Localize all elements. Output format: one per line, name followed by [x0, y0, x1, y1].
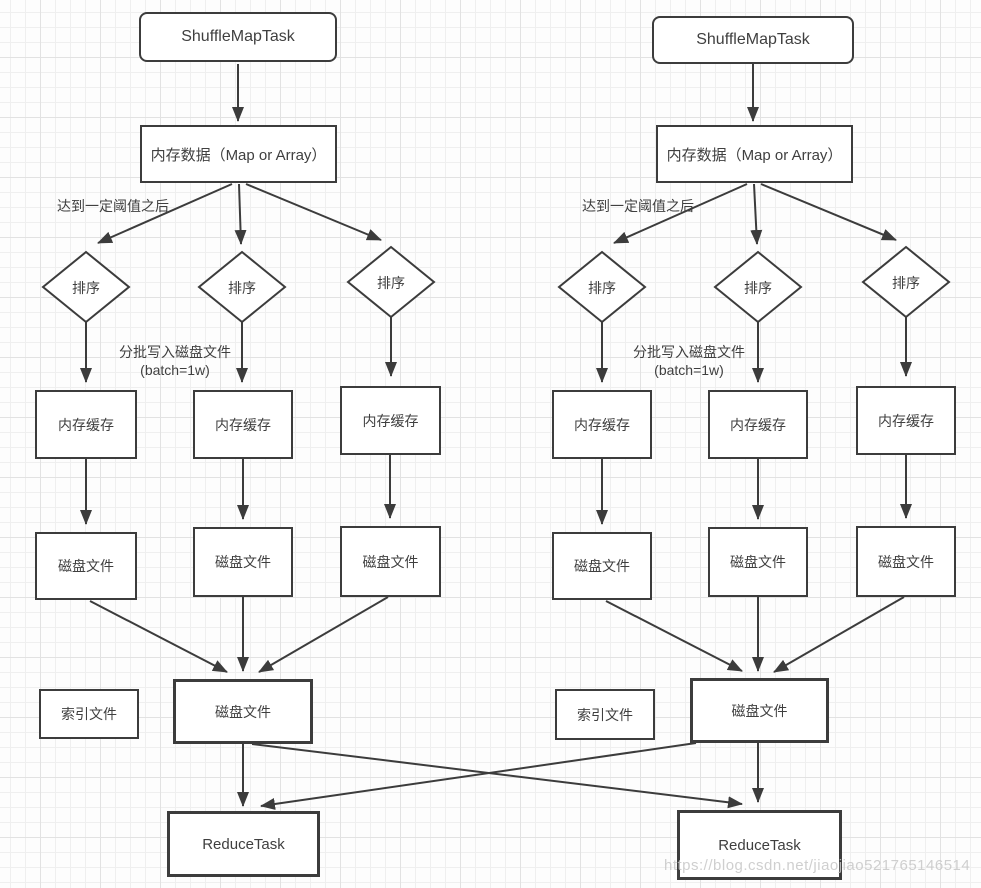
right-batch-label-line2: (batch=1w): [654, 362, 724, 378]
left-batch-label-line1: 分批写入磁盘文件: [119, 344, 231, 360]
left-memory-buffer-node-1: 内存缓存: [35, 390, 137, 459]
right-index-file-node: 索引文件: [555, 689, 655, 740]
left-memory-buffer-node-2: 内存缓存: [193, 390, 293, 459]
right-disk-file-node-2: 磁盘文件: [708, 527, 808, 597]
left-memory-buffer-node-3: 内存缓存: [340, 386, 441, 455]
left-threshold-label: 达到一定阈值之后: [57, 198, 169, 214]
right-memory-buffer-node-3: 内存缓存: [856, 386, 956, 455]
left-batch-label-line2: (batch=1w): [140, 362, 210, 378]
right-sort-label-2: 排序: [744, 280, 772, 296]
right-sort-label-1: 排序: [588, 280, 616, 296]
right-sort-diamond-3: [861, 245, 951, 319]
left-disk-file-node-2: 磁盘文件: [193, 527, 293, 597]
left-reduce-task-node: ReduceTask: [167, 811, 320, 877]
left-sort-diamond-1: [41, 250, 131, 324]
left-disk-file-node-3: 磁盘文件: [340, 526, 441, 597]
right-batch-label-line1: 分批写入磁盘文件: [633, 344, 745, 360]
right-memory-buffer-node-1: 内存缓存: [552, 390, 652, 459]
left-sort-diamond-3: [346, 245, 436, 319]
right-sort-label-3: 排序: [892, 275, 920, 291]
left-flow-arrows: [80, 64, 743, 809]
left-index-file-node: 索引文件: [39, 689, 139, 739]
right-shuffle-map-task-node: ShuffleMapTask: [652, 16, 854, 64]
left-sort-label-3: 排序: [377, 275, 405, 291]
left-sort-diamond-2: [197, 250, 287, 324]
sort-diamonds: [41, 245, 951, 324]
left-sort-label-1: 排序: [72, 280, 100, 296]
right-sort-diamond-2: [713, 250, 803, 324]
right-flow-arrows: [260, 64, 912, 810]
left-memory-data-node: 内存数据（Map or Array）: [140, 125, 337, 183]
right-merged-disk-file-node: 磁盘文件: [690, 678, 829, 743]
right-disk-file-node-1: 磁盘文件: [552, 532, 652, 600]
right-memory-data-node: 内存数据（Map or Array）: [656, 125, 853, 183]
right-disk-file-node-3: 磁盘文件: [856, 526, 956, 597]
right-reduce-task-node: ReduceTask: [677, 810, 842, 880]
right-memory-buffer-node-2: 内存缓存: [708, 390, 808, 459]
left-batch-label: 分批写入磁盘文件 (batch=1w): [115, 343, 235, 379]
left-sort-label-2: 排序: [228, 280, 256, 296]
left-shuffle-map-task-node: ShuffleMapTask: [139, 12, 337, 62]
right-threshold-label: 达到一定阈值之后: [582, 198, 694, 214]
right-sort-diamond-1: [557, 250, 647, 324]
left-disk-file-node-1: 磁盘文件: [35, 532, 137, 600]
right-batch-label: 分批写入磁盘文件 (batch=1w): [629, 343, 749, 379]
left-merged-disk-file-node: 磁盘文件: [173, 679, 313, 744]
csdn-watermark: https://blog.csdn.net/jiaojiao5217651465…: [664, 857, 971, 874]
